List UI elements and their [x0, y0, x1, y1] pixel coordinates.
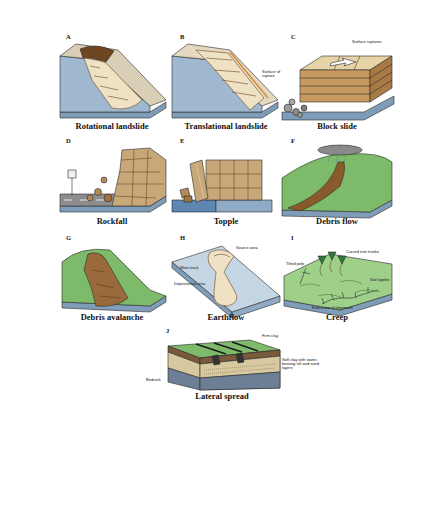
callout-label: Tilted pole [286, 262, 310, 266]
panel-caption: Block slide [287, 122, 387, 131]
panel-caption: Topple [176, 217, 276, 226]
panel-caption: Earthflow [176, 313, 276, 322]
callout-label: Depositional area [174, 282, 208, 286]
callout-label: Curved tree trunks [346, 250, 386, 254]
panel-letter: C [291, 34, 301, 41]
panel-letter: B [180, 34, 190, 41]
panel-caption: Creep [287, 313, 387, 322]
translational-landslide-block [172, 44, 278, 118]
panel-caption: Translational landslide [170, 122, 282, 131]
panel-letter: F [291, 138, 301, 145]
debris-flow-block [282, 145, 392, 218]
callout-label: Bedrock [146, 378, 168, 382]
panel-caption: Lateral spread [172, 392, 272, 401]
callout-label: Firm clay [262, 334, 286, 338]
panel-caption: Debris flow [287, 217, 387, 226]
callout-label: Surface of rupture [262, 70, 284, 78]
callout-label: Soil ripples [370, 278, 394, 282]
callout-label: Surface ruptures [352, 40, 386, 44]
callout-label: Fence out of alignment [312, 306, 360, 310]
panel-letter: H [180, 235, 190, 242]
panel-letter: I [291, 235, 301, 242]
callout-label: Main track [180, 266, 204, 270]
debris-avalanche-block [62, 249, 166, 312]
rotational-landslide-block [60, 44, 166, 118]
panel-letter: D [66, 138, 76, 145]
creep-block [284, 252, 392, 316]
panel-letter: G [66, 235, 76, 242]
rockfall-block [60, 148, 166, 212]
callout-label: Soft clay with water-bearing silt and sa… [282, 358, 322, 371]
panel-caption: Rockfall [62, 217, 162, 226]
lateral-spread-block [168, 340, 280, 390]
panel-letter: J [166, 328, 176, 335]
earthflow-block [172, 246, 280, 318]
panel-caption: Rotational landslide [62, 122, 162, 131]
callout-label: Source area [236, 246, 260, 250]
topple-block [172, 160, 272, 212]
panel-letter: A [66, 34, 76, 41]
panel-letter: E [180, 138, 190, 145]
block-slide-block [282, 56, 394, 120]
panel-caption: Debris avalanche [62, 313, 162, 322]
